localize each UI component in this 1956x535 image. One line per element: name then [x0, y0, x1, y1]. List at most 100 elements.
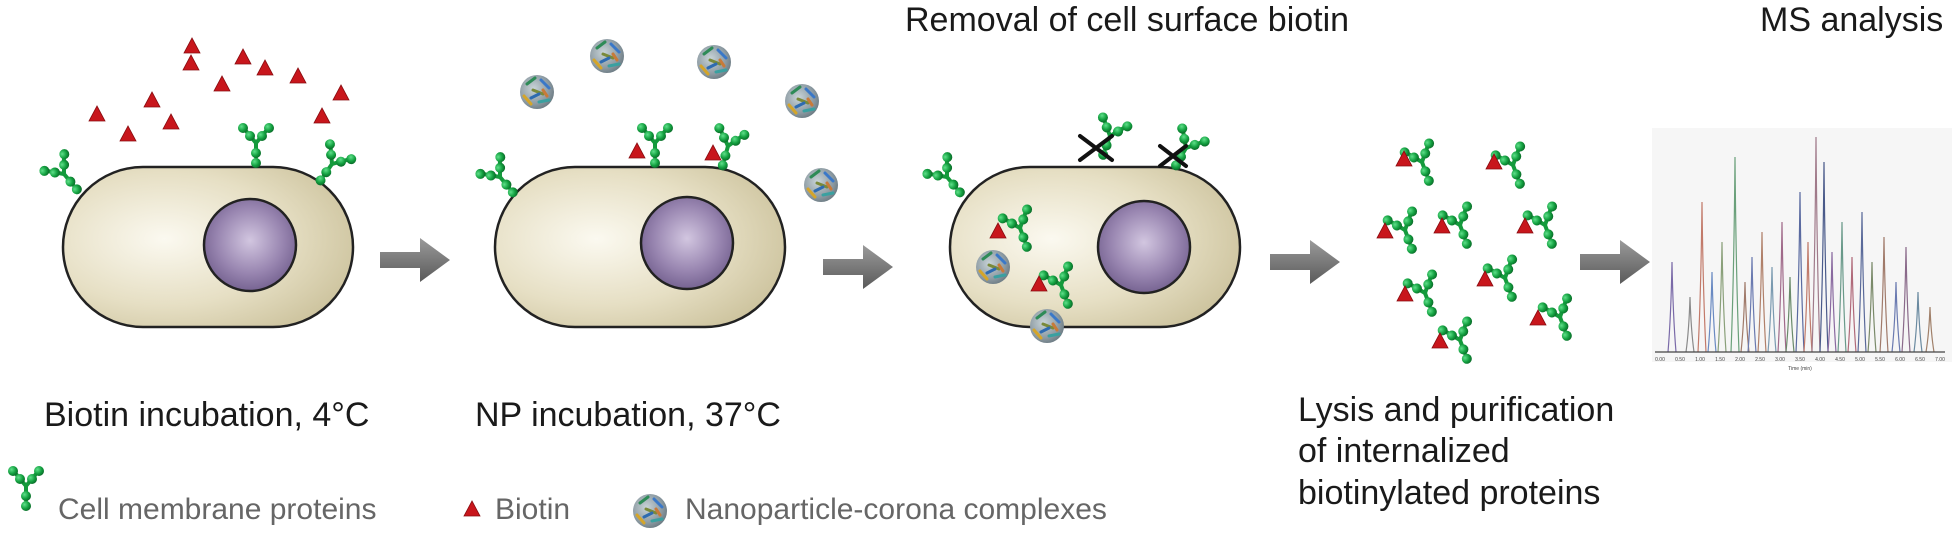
chromatogram-peak — [1847, 256, 1857, 353]
panel-biotin-removal — [918, 109, 1242, 345]
chromatogram-peak — [1837, 221, 1847, 353]
cell-nucleus — [639, 195, 735, 291]
biotin-molecule — [704, 144, 722, 161]
step-label-lysis-line3: biotinylated proteins — [1298, 473, 1601, 512]
nanoparticle-corona-complex — [802, 166, 840, 204]
biotin-molecule — [143, 91, 161, 108]
chromatogram-peak — [1811, 136, 1821, 353]
chromatogram-peak — [1795, 191, 1805, 353]
nanoparticle-corona-complex — [783, 82, 821, 120]
biotinylated-protein — [1534, 290, 1588, 349]
membrane-protein — [236, 121, 276, 170]
chromatogram-x-label: Time (min) — [1788, 366, 1812, 372]
step-label-lysis-line2: of internalized — [1298, 432, 1510, 471]
biotin-molecule — [1516, 217, 1534, 234]
chromatogram-peak — [1757, 231, 1767, 353]
chromatogram-tick-label: 6.50 — [1915, 357, 1925, 363]
chromatogram-tick-label: 0.50 — [1675, 357, 1685, 363]
biotin-molecule — [183, 37, 201, 54]
chromatogram-peak — [1879, 236, 1889, 353]
chromatogram-peak — [1785, 276, 1795, 353]
biotin-molecule — [256, 59, 274, 76]
flow-arrow — [823, 245, 893, 289]
chromatogram-peak — [1667, 261, 1677, 353]
chromatogram-peak — [1913, 291, 1923, 353]
chromatogram-peak — [1747, 256, 1757, 353]
biotin-molecule — [182, 54, 200, 71]
step-label-ms-analysis: MS analysis — [1760, 1, 1944, 39]
chromatogram-tick-label: 1.00 — [1695, 357, 1705, 363]
chromatogram-tick-label: 6.00 — [1895, 357, 1905, 363]
cell-body — [948, 165, 1242, 329]
chromatogram-ticks: 0.00 0.50 1.00 1.50 2.00 2.50 3.00 3.50 4.00 4.50… — [1655, 357, 1945, 363]
chromatogram-tick-label: 3.00 — [1775, 357, 1785, 363]
chromatogram-peak — [1740, 281, 1750, 353]
chromatogram-peak — [1891, 281, 1901, 353]
legend-biotin-icon — [463, 500, 481, 517]
legend-label-biotin: Biotin — [495, 493, 571, 526]
biotin-molecule — [119, 125, 137, 142]
chromatogram-tick-label: 1.50 — [1715, 357, 1725, 363]
chromatogram-peak — [1857, 211, 1867, 353]
panel-np-incubation — [471, 37, 840, 329]
chromatogram-tick-label: 4.50 — [1835, 357, 1845, 363]
chromatogram-peak — [1730, 156, 1740, 353]
biotin-molecule — [1431, 332, 1449, 349]
chromatogram-peak — [1767, 266, 1777, 353]
biotin-molecule — [289, 67, 307, 84]
nanoparticle-corona-complex — [695, 43, 733, 81]
step-label-lysis: Lysis and purification of internalized b… — [1298, 390, 1614, 514]
ms-chromatogram: 0.00 0.50 1.00 1.50 2.00 2.50 3.00 3.50 4.00 4.50… — [1652, 128, 1952, 372]
nanoparticle-corona-complex — [518, 73, 556, 111]
biotin-molecule — [332, 84, 350, 101]
chromatogram-peak — [1901, 246, 1911, 353]
nanoparticle-corona-complex — [588, 37, 626, 75]
legend-label-np-corona: Nanoparticle-corona complexes — [685, 493, 1107, 526]
panel-purified-proteins — [1376, 135, 1588, 372]
chromatogram-tick-label: 5.50 — [1875, 357, 1885, 363]
step-label-lysis-line1: Lysis and purification — [1298, 391, 1615, 429]
flow-arrow — [1270, 240, 1340, 284]
cell-nucleus — [1096, 199, 1192, 295]
step-label-np-incubation: NP incubation, 37°C — [475, 396, 781, 434]
chromatogram-background — [1652, 128, 1952, 362]
chromatogram-peak — [1777, 221, 1787, 353]
flow-arrow — [1580, 240, 1650, 284]
biotin-molecule — [628, 142, 646, 159]
chromatogram-peak — [1707, 271, 1717, 353]
chromatogram-peak — [1827, 251, 1837, 353]
step-label-biotin-incubation: Biotin incubation, 4°C — [44, 396, 370, 434]
biotin-molecule — [213, 75, 231, 92]
biotin-molecule — [1476, 270, 1494, 287]
biotin-molecule — [313, 107, 331, 124]
biotin-molecule — [234, 48, 252, 65]
panel-biotin-incubation — [35, 37, 361, 329]
chromatogram-peak — [1925, 306, 1935, 353]
biotin-molecule — [88, 105, 106, 122]
legend-protein-icon — [6, 464, 46, 513]
chromatogram-peak — [1697, 201, 1707, 353]
chromatogram-tick-label: 5.00 — [1855, 357, 1865, 363]
chromatogram-tick-label: 2.00 — [1735, 357, 1745, 363]
biotin-molecule — [1396, 285, 1414, 302]
legend-np-icon — [631, 492, 669, 530]
chromatogram-peak — [1717, 241, 1727, 353]
chromatogram-tick-label: 0.00 — [1655, 357, 1665, 363]
chromatogram-peak — [1685, 296, 1695, 353]
nanoparticle-corona-complex — [1028, 307, 1066, 345]
chromatogram-tick-label: 7.00 — [1935, 357, 1945, 363]
chromatogram-peak — [1803, 241, 1813, 353]
nanoparticle-corona-complex — [974, 248, 1012, 286]
legend-label-membrane-proteins: Cell membrane proteins — [58, 493, 377, 526]
chromatogram-tick-label: 2.50 — [1755, 357, 1765, 363]
biotin-molecule — [1376, 222, 1394, 239]
chromatogram-tick-label: 4.00 — [1815, 357, 1825, 363]
chromatogram-peaks — [1667, 136, 1935, 353]
biotin-molecule — [162, 113, 180, 130]
cell-nucleus — [202, 197, 298, 293]
step-label-biotin-removal: Removal of cell surface biotin — [905, 1, 1350, 39]
membrane-protein — [635, 121, 675, 170]
chromatogram-tick-label: 3.50 — [1795, 357, 1805, 363]
chromatogram-peak — [1867, 261, 1877, 353]
